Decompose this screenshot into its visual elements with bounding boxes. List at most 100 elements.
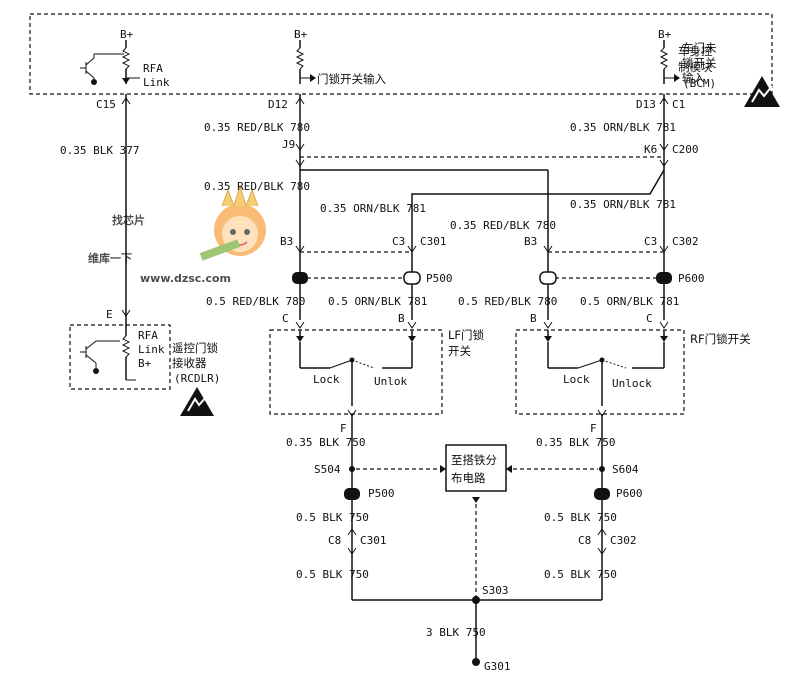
wire-750-b-left-label: 0.5 BLK 750: [296, 511, 369, 524]
wire-780-mid-right-label: 0.35 RED/BLK 780: [450, 219, 556, 232]
pin-c8-left: C8: [328, 534, 341, 547]
bcm-name-line2: 制模块: [678, 60, 713, 74]
splice-s504: [349, 466, 355, 472]
pin-c302-bottom: C302: [610, 534, 637, 547]
pin-c3-left: C3: [392, 235, 405, 248]
esd-warning-icon-2: [180, 387, 214, 416]
wire-781-low-right-label: 0.5 ORN/BLK 781: [580, 295, 679, 308]
bcm-rfa-label: RFA: [143, 62, 163, 75]
ground-note-line1: 至搭铁分: [451, 453, 497, 467]
bcm-door-lock-input: 门锁开关输入: [317, 72, 386, 86]
wire-781-top-label: 0.35 ORN/BLK 781: [570, 121, 676, 134]
wire-750-c-left-label: 0.5 BLK 750: [296, 568, 369, 581]
lf-switch-contacts: [296, 330, 416, 406]
bcm-rfa-circuit: [80, 53, 124, 85]
pin-c15: C15: [96, 98, 116, 111]
wire-750-b-right-label: 0.5 BLK 750: [544, 511, 617, 524]
p500-label-top: P500: [426, 272, 453, 285]
grommet-icons-row2: [344, 488, 610, 500]
wire-750-a-left-label: 0.35 BLK 750: [286, 436, 365, 449]
wire-781-mid-left-label: 0.35 ORN/BLK 781: [320, 202, 426, 215]
pin-e: E: [106, 308, 113, 321]
receiver-bplus: B+: [138, 357, 152, 370]
wire-750-c-right-label: 0.5 BLK 750: [544, 568, 617, 581]
receiver-link-label: Link: [138, 343, 165, 356]
p600-label-top: P600: [678, 272, 705, 285]
watermark-line1: 找芯片: [112, 213, 145, 227]
pin-c302: C302: [672, 235, 699, 248]
mascot-icon: [199, 184, 266, 261]
lf-pin-f: F: [340, 422, 347, 435]
bcm-abbr: (BCM): [683, 77, 716, 90]
rf-switch-box: [515, 329, 685, 415]
pin-b3-left: B3: [280, 235, 293, 248]
wire-780-top-label: 0.35 RED/BLK 780: [204, 121, 310, 134]
wire-781-low-left-label: 0.5 ORN/BLK 781: [328, 295, 427, 308]
bcm-bplus-1: B+: [120, 28, 134, 41]
splice-s604: [599, 466, 605, 472]
lf-pin-b: B: [398, 312, 405, 325]
rf-lock-label: Lock: [563, 373, 590, 386]
bcm-bplus-2: B+: [294, 28, 308, 41]
pin-c3-right: C3: [644, 235, 657, 248]
receiver-name-line2: 接收器: [172, 356, 207, 370]
wire-377-label: 0.35 BLK 377: [60, 144, 139, 157]
lf-switch-name-line1: LF门锁: [448, 328, 485, 342]
wire-780-mid-label: 0.35 RED/BLK 780: [204, 180, 310, 193]
rf-pin-c: C: [646, 312, 653, 325]
watermark-url: www.dzsc.com: [140, 272, 231, 285]
wire-780-low-right-label: 0.5 RED/BLK 780: [458, 295, 557, 308]
pin-c8-right: C8: [578, 534, 591, 547]
lf-lock-label: Lock: [313, 373, 340, 386]
receiver-name-line1: 遥控门锁: [172, 341, 218, 355]
pin-k6: K6: [644, 143, 657, 156]
lf-switch-name-line2: 开关: [448, 344, 471, 358]
wire-781-mid-right-label: 0.35 ORN/BLK 781: [570, 198, 676, 211]
watermark: 找芯片 维库一下 www.dzsc.com: [88, 184, 266, 285]
receiver-rfa-label: RFA: [138, 329, 158, 342]
lf-unlock-label: Unlok: [374, 375, 407, 388]
bcm-unlock-input-line3: 输入: [682, 71, 705, 85]
bcm-name-line1: 车身控: [678, 44, 713, 58]
pin-d13: D13: [636, 98, 656, 111]
receiver-abbr: (RCDLR): [174, 372, 220, 385]
esd-warning-icon: [744, 76, 780, 107]
p600-label-bottom: P600: [616, 487, 643, 500]
pin-d12: D12: [268, 98, 288, 111]
rf-pin-f: F: [590, 422, 597, 435]
rf-unlock-label: Unlock: [612, 377, 652, 390]
pin-c200: C200: [672, 143, 699, 156]
receiver-transistor: [80, 340, 120, 374]
wire-750-a-right-label: 0.35 BLK 750: [536, 436, 615, 449]
pin-s504: S504: [314, 463, 341, 476]
lf-switch-box: [269, 329, 443, 415]
p500-label-bottom: P500: [368, 487, 395, 500]
pin-s604: S604: [612, 463, 639, 476]
wire-781-cross: [411, 169, 665, 235]
bcm-unlock-input-line2: 锁开关: [682, 56, 717, 70]
bcm-link-label: Link: [143, 76, 170, 89]
ground-g301-icon: [472, 658, 480, 666]
pin-b3-right: B3: [524, 235, 537, 248]
grommet-icons-row1: [292, 271, 672, 285]
pin-c301: C301: [420, 235, 447, 248]
wire-780-low-left-label: 0.5 RED/BLK 780: [206, 295, 305, 308]
pin-c1: C1: [672, 98, 685, 111]
pin-c301-bottom: C301: [360, 534, 387, 547]
bcm-module-box: [29, 13, 773, 95]
pin-g301: G301: [484, 660, 511, 673]
rf-switch-name: RF门锁开关: [690, 332, 751, 346]
watermark-line2: 维库一下: [88, 251, 132, 265]
ground-note-line2: 布电路: [451, 471, 486, 485]
pin-j9: J9: [282, 138, 295, 151]
rf-switch-contacts: [544, 330, 668, 406]
lf-pin-c: C: [282, 312, 289, 325]
pin-s303: S303: [482, 584, 509, 597]
ground-distribution-box: [445, 444, 507, 492]
rf-pin-b: B: [530, 312, 537, 325]
wire-750-ground-label: 3 BLK 750: [426, 626, 486, 639]
receiver-box: [69, 324, 171, 390]
bcm-unlock-input-line1: 车门未: [682, 41, 717, 55]
bcm-bplus-3: B+: [658, 28, 672, 41]
